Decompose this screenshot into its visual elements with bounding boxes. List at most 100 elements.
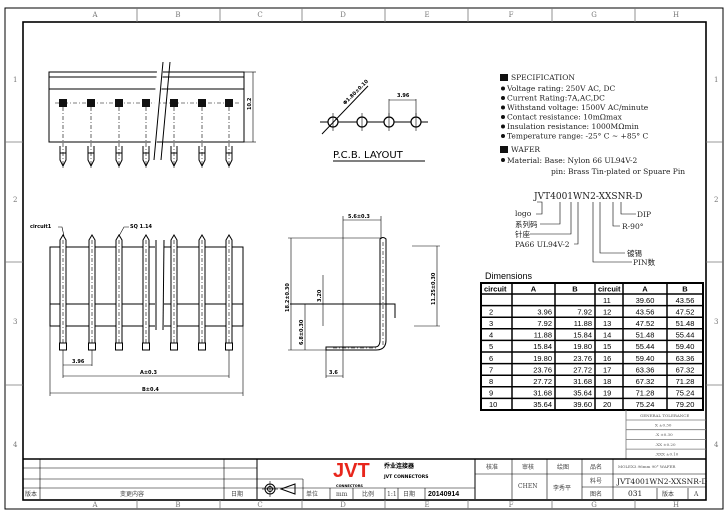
bullet-icon — [501, 86, 505, 91]
column-marker: H — [673, 11, 679, 19]
table-cell: 47.52 — [676, 307, 695, 316]
spec-item: Insulation resistance: 1000MΩmin — [507, 122, 639, 131]
drafter-name: 李秀平 — [553, 484, 571, 492]
column-marker: F — [509, 11, 514, 19]
table-cell: 39.60 — [636, 296, 655, 305]
table-cell: 31.68 — [533, 389, 552, 398]
table-cell: 14 — [603, 331, 611, 340]
row-marker: 3 — [13, 318, 17, 326]
pcb-layout: Φ1.80±0.10 3.96 P.C.B. LAYOUT — [320, 78, 428, 162]
revision-label: 版本 — [662, 490, 674, 498]
table-cell: 43.56 — [636, 307, 655, 316]
drawing-number: 031 — [628, 489, 642, 498]
table-cell: 7.92 — [577, 307, 592, 316]
table-cell: 71.28 — [636, 389, 655, 398]
table-cell: 20 — [603, 400, 611, 409]
column-marker: F — [509, 501, 514, 509]
front-view: circuit1 SQ 1.14 3.96 A±0.3 B±0.4 — [30, 224, 244, 396]
scale-value: 1:1 — [387, 491, 397, 498]
column-marker: E — [424, 501, 429, 509]
column-marker: D — [340, 501, 346, 509]
pin — [87, 99, 95, 170]
product-name-label: 品名 — [590, 463, 602, 471]
row-marker: 1 — [13, 76, 17, 84]
table-header: circuit — [484, 285, 507, 294]
column-marker: A — [91, 11, 98, 19]
legend-angle: R-90° — [622, 222, 644, 231]
table-cell: 19 — [603, 389, 611, 398]
pin — [198, 234, 206, 351]
hole-diameter-dimension: Φ1.80±0.10 — [342, 78, 370, 106]
table-cell: 3 — [489, 319, 493, 328]
tail-dimension: 3.6 — [329, 370, 338, 376]
table-cell: 55.44 — [676, 331, 695, 340]
product-name: MOLEX3.96mm 90° WAFER — [618, 464, 676, 469]
column-marker: D — [340, 11, 346, 19]
column-marker: A — [91, 501, 98, 509]
pin — [88, 234, 96, 351]
table-cell: 7 — [489, 365, 493, 374]
table-cell: 5 — [489, 342, 493, 351]
column-marker: C — [257, 11, 262, 19]
b-dimension: B±0.4 — [142, 387, 159, 393]
table-cell: 7.92 — [537, 319, 552, 328]
table-header: B — [572, 285, 578, 294]
table-cell: 11 — [603, 296, 611, 305]
legend-pin-count: PIN数 — [633, 257, 656, 267]
drawing-label: 图名 — [590, 490, 602, 498]
front-pitch-dimension: 3.96 — [72, 359, 85, 365]
table-cell: 11.88 — [534, 331, 552, 340]
inner-border — [22, 21, 707, 501]
section-marker-icon — [500, 146, 508, 153]
total-height-dimension: 18.2±0.30 — [285, 283, 291, 312]
table-cell: 71.28 — [676, 377, 695, 386]
table-cell: 15.84 — [533, 342, 552, 351]
jvt-logo: JVT — [333, 460, 370, 482]
bullet-icon — [501, 124, 505, 129]
table-cell: 75.24 — [676, 389, 695, 398]
tolerance-row: .XXX ±0.10 — [655, 452, 679, 457]
drawn-label: 绘图 — [557, 463, 569, 471]
table-cell: 18 — [603, 377, 611, 386]
legend-material: PA66 UL94V-2 — [515, 240, 570, 249]
table-cell: 13 — [603, 319, 611, 328]
pin-material-text: pin: Brass Tin-plated or Spuare Pin — [551, 167, 685, 176]
table-cell: 15 — [603, 342, 611, 351]
table-cell: 67.32 — [636, 377, 655, 386]
table-cell: 2 — [489, 307, 493, 316]
table-cell: 55.44 — [636, 342, 655, 351]
table-cell: 39.60 — [573, 400, 592, 409]
table-cell: 11.88 — [574, 319, 592, 328]
tolerance-table: GENERAL TOLERANCE X ±0.30.X ±0.30.XX ±0.… — [625, 410, 706, 459]
table-cell: 59.40 — [676, 342, 695, 351]
table-cell: 27.72 — [533, 377, 552, 386]
table-cell: 59.40 — [636, 354, 655, 363]
table-header: B — [682, 285, 688, 294]
table-cell: 75.24 — [636, 400, 655, 409]
table-cell: 3.96 — [537, 307, 552, 316]
change-content-label: 变更内容 — [120, 490, 144, 498]
wafer-title: WAFER — [511, 145, 540, 154]
top-view: 10.2 — [48, 60, 256, 170]
table-cell: 10 — [489, 400, 497, 409]
version-label: 版本 — [25, 490, 37, 498]
bullet-icon — [501, 115, 505, 119]
legend-logo: logo — [515, 209, 532, 218]
table-cell: 23.76 — [573, 354, 592, 363]
table-cell: 67.32 — [676, 365, 695, 374]
height-dimension: 10.2 — [247, 97, 253, 110]
spec-item: Temperature range: -25° C ~ +85° C — [507, 132, 649, 141]
part-number-code: JVT4001WN2-XXSNR-D — [533, 192, 642, 202]
legend-header: 针座 — [515, 229, 530, 239]
pin — [225, 234, 233, 351]
dimensions-title: Dimensions — [485, 271, 533, 281]
pitch-dimension: 3.96 — [397, 93, 410, 99]
pin — [115, 99, 123, 170]
table-cell: 31.68 — [573, 377, 592, 386]
table-cell: 19.80 — [573, 342, 592, 351]
latch-dimension: 11.25±0.30 — [431, 272, 437, 305]
review-label: 审核 — [522, 463, 534, 471]
table-cell: 43.56 — [676, 296, 695, 305]
